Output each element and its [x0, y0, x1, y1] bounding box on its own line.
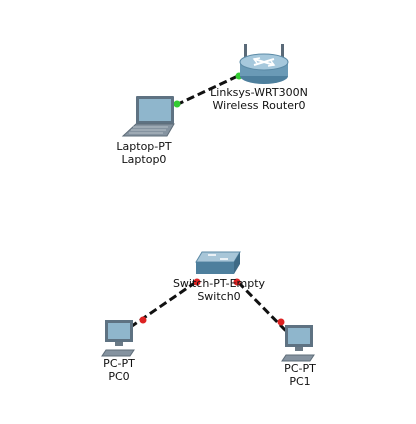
pc0-device[interactable]: [100, 318, 140, 358]
switch-model-label: Switch-PT-Empty: [172, 277, 266, 290]
switch-name-label: Switch0: [197, 290, 241, 303]
pc1-model-label: PC-PT: [284, 362, 316, 375]
pc0-model-label: PC-PT: [103, 357, 135, 370]
link-up-indicator-laptop0: [173, 100, 181, 108]
wireless-router-icon: [239, 44, 289, 84]
laptop-icon: [121, 96, 175, 137]
pc-icon: [281, 325, 315, 362]
pc-icon: [101, 320, 135, 357]
link-down-indicator-switch0-pc0: [193, 278, 201, 286]
link-down-indicator-switch0-pc1: [233, 278, 241, 286]
link-down-indicator-pc1: [277, 318, 285, 326]
router-model-label: Linksys-WRT300N: [210, 86, 308, 99]
router-name-label: Wireless Router0: [212, 99, 306, 112]
switch-icon: [195, 251, 241, 274]
laptop-device[interactable]: [121, 94, 179, 140]
pc0-name-label: PC0: [108, 370, 130, 383]
pc1-name-label: PC1: [289, 375, 311, 388]
router-device[interactable]: [236, 42, 292, 86]
link-switch0-pc1[interactable]: [236, 280, 292, 337]
pc1-device[interactable]: [280, 323, 320, 363]
laptop-name-label: Laptop0: [121, 153, 167, 166]
switch-device[interactable]: [194, 250, 242, 276]
link-down-indicator-pc0: [139, 316, 147, 324]
laptop-model-label: Laptop-PT: [116, 140, 172, 153]
